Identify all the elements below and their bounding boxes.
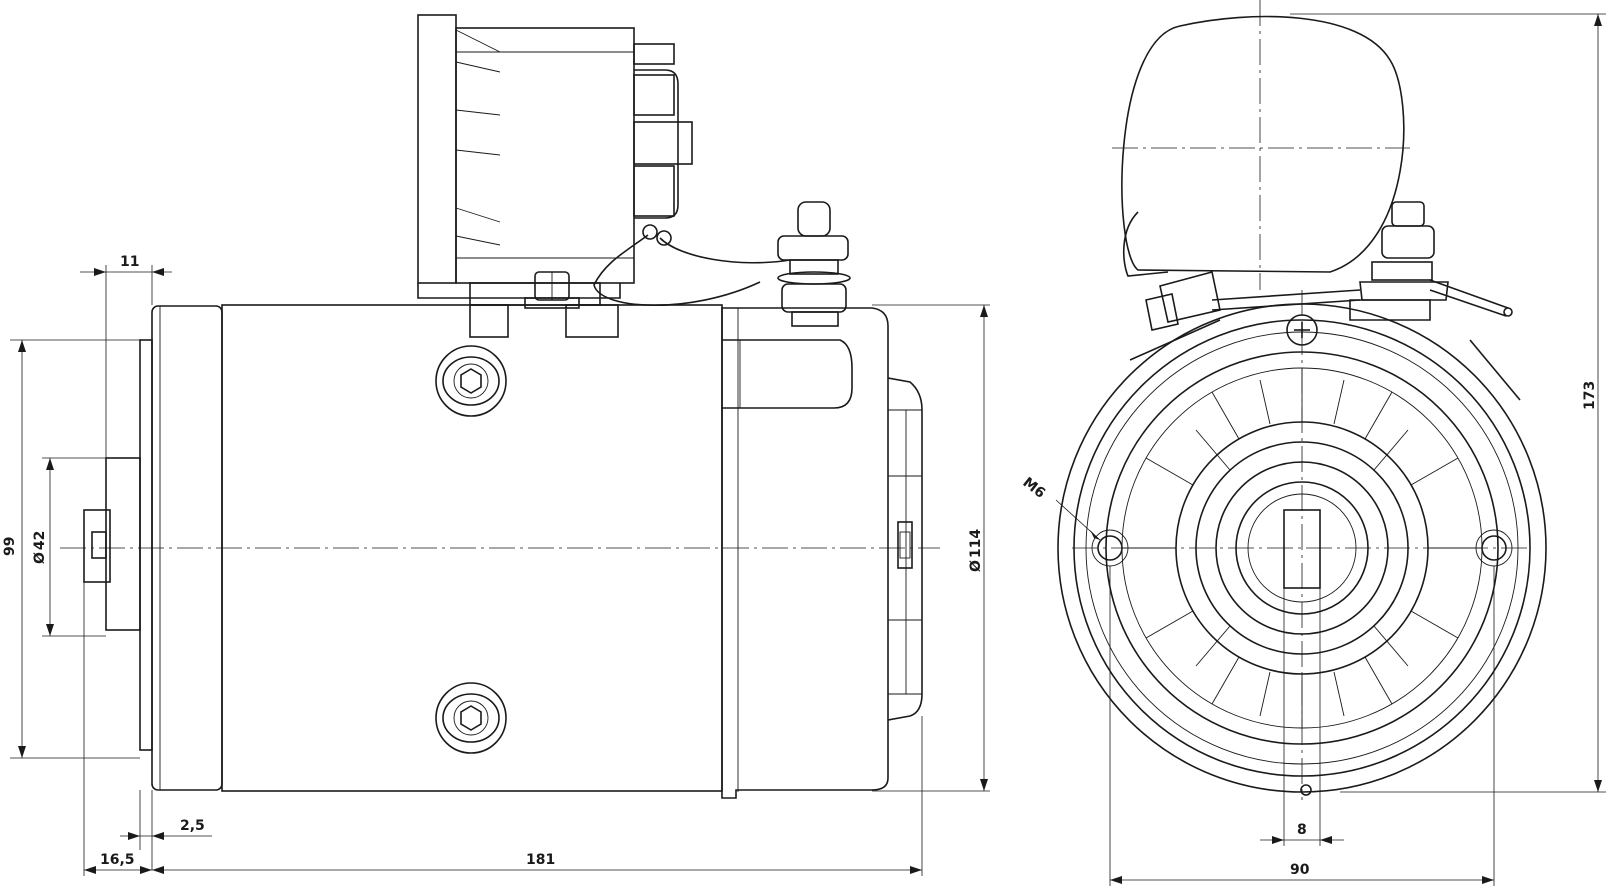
dim-16-5: 16,5	[100, 852, 135, 868]
side-view-dimensions: 11 99 Ø42 Ø114 2,5	[2, 254, 990, 876]
body-screw-top	[435, 345, 507, 417]
solenoid-relay	[417, 14, 693, 338]
rear-bearing-cover	[887, 377, 923, 721]
end-view-dimensions: 173 8 90 M6	[1020, 13, 1606, 886]
solenoid-drum	[1121, 15, 1405, 273]
dim-m6: M6	[1020, 475, 1049, 502]
dim-99: 99	[2, 537, 18, 556]
dim-173: 173	[1582, 381, 1598, 410]
dim-90: 90	[1290, 862, 1310, 878]
end-view	[1057, 0, 1547, 800]
dim-181: 181	[526, 852, 555, 868]
dim-8: 8	[1297, 822, 1307, 838]
rear-end-cap	[721, 307, 889, 799]
dim-diameter-42: Ø42	[32, 531, 48, 564]
body-screw-bottom	[435, 682, 507, 754]
bracket-cap-screw	[524, 271, 580, 309]
dim-2-5: 2,5	[180, 818, 205, 834]
end-view-terminal	[1349, 201, 1513, 321]
end-view-left-terminal	[1129, 271, 1361, 361]
shaft-flange	[83, 339, 153, 751]
terminal-stud	[777, 201, 851, 327]
dim-diameter-114: Ø114	[968, 529, 984, 572]
side-view	[60, 14, 940, 799]
connection-wire	[593, 234, 761, 307]
dim-11: 11	[120, 254, 139, 270]
